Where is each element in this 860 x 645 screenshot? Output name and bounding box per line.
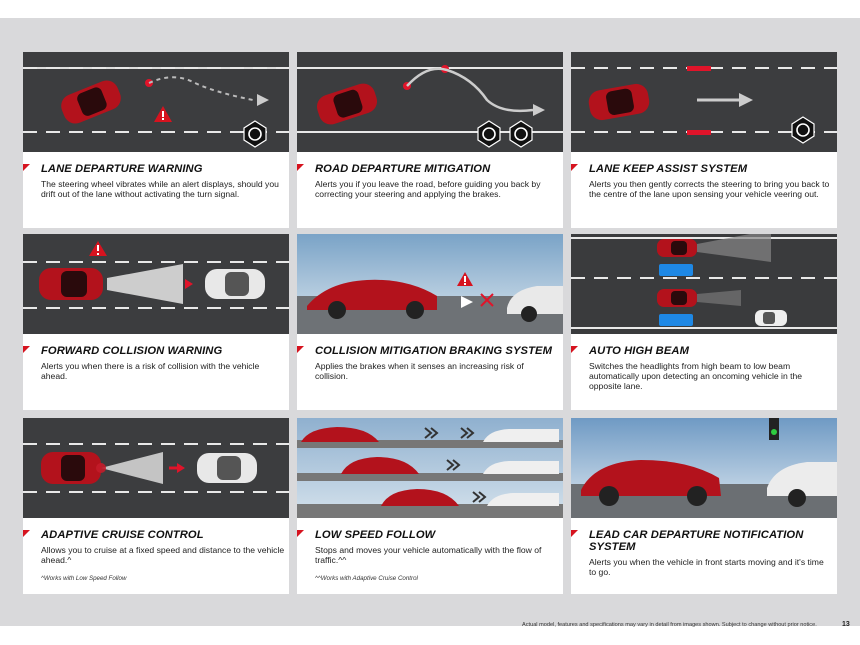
footnote: ^^Works with Adaptive Cruise Control (315, 575, 418, 582)
feature-title: AUTO HIGH BEAM (589, 345, 690, 357)
disclaimer: Actual model, features and specification… (522, 622, 817, 628)
feature-card-collision-mitigation-braking: COLLISION MITIGATION BRAKING SYSTEM Appl… (297, 234, 563, 410)
feature-title: LEAD CAR DEPARTURE NOTIFICATION SYSTEM (589, 529, 804, 553)
feature-description: Switches the headlights from high beam t… (589, 361, 803, 392)
red-corner-mark (297, 530, 304, 537)
lane-keep-illustration (571, 52, 837, 152)
low-speed-follow-illustration (297, 418, 563, 518)
feature-description: Allows you to cruise at a fixed speed an… (41, 545, 285, 566)
red-corner-mark (297, 346, 304, 353)
feature-title: LOW SPEED FOLLOW (315, 529, 436, 541)
feature-card-lane-keep-assist: LANE KEEP ASSIST SYSTEM Alerts you then … (571, 52, 837, 228)
red-corner-mark (297, 164, 304, 171)
feature-title: COLLISION MITIGATION BRAKING SYSTEM (315, 345, 552, 357)
feature-title: ROAD DEPARTURE MITIGATION (315, 163, 491, 175)
page-number: 13 (842, 621, 850, 628)
feature-title: FORWARD COLLISION WARNING (41, 345, 223, 357)
red-corner-mark (571, 346, 578, 353)
feature-description: Alerts you if you leave the road, before… (315, 179, 541, 200)
red-corner-mark (23, 346, 30, 353)
feature-card-lane-departure-warning: LANE DEPARTURE WARNING The steering whee… (23, 52, 289, 228)
feature-card-forward-collision-warning: FORWARD COLLISION WARNING Alerts you whe… (23, 234, 289, 410)
red-corner-mark (571, 164, 578, 171)
feature-description: Stops and moves your vehicle automatical… (315, 545, 542, 566)
feature-description: Alerts you when the vehicle in front sta… (589, 557, 824, 578)
auto-high-beam-illustration (571, 234, 837, 334)
footnote: ^Works with Low Speed Follow (41, 575, 127, 582)
feature-description: Alerts you then gently corrects the stee… (589, 179, 830, 200)
feature-description: Alerts you when there is a risk of colli… (41, 361, 260, 382)
lane-departure-illustration (23, 52, 289, 152)
brochure-page: LANE DEPARTURE WARNING The steering whee… (0, 18, 860, 628)
feature-card-adaptive-cruise-control: ADAPTIVE CRUISE CONTROL Allows you to cr… (23, 418, 289, 594)
red-corner-mark (23, 164, 30, 171)
red-corner-mark (23, 530, 30, 537)
road-departure-illustration (297, 52, 563, 152)
collision-mitigation-illustration (297, 234, 563, 334)
feature-card-auto-high-beam: AUTO HIGH BEAM Switches the headlights f… (571, 234, 837, 410)
feature-title: LANE KEEP ASSIST SYSTEM (589, 163, 748, 175)
forward-collision-illustration (23, 234, 289, 334)
feature-description: The steering wheel vibrates while an ale… (41, 179, 279, 200)
feature-title: ADAPTIVE CRUISE CONTROL (41, 529, 204, 541)
feature-title: LANE DEPARTURE WARNING (41, 163, 203, 175)
adaptive-cruise-illustration (23, 418, 289, 518)
red-corner-mark (571, 530, 578, 537)
feature-card-road-departure-mitigation: ROAD DEPARTURE MITIGATION Alerts you if … (297, 52, 563, 228)
feature-card-lead-car-departure: LEAD CAR DEPARTURE NOTIFICATION SYSTEM A… (571, 418, 837, 594)
lead-car-departure-illustration (571, 418, 837, 518)
feature-description: Applies the brakes when it senses an inc… (315, 361, 524, 382)
feature-card-low-speed-follow: LOW SPEED FOLLOW Stops and moves your ve… (297, 418, 563, 594)
